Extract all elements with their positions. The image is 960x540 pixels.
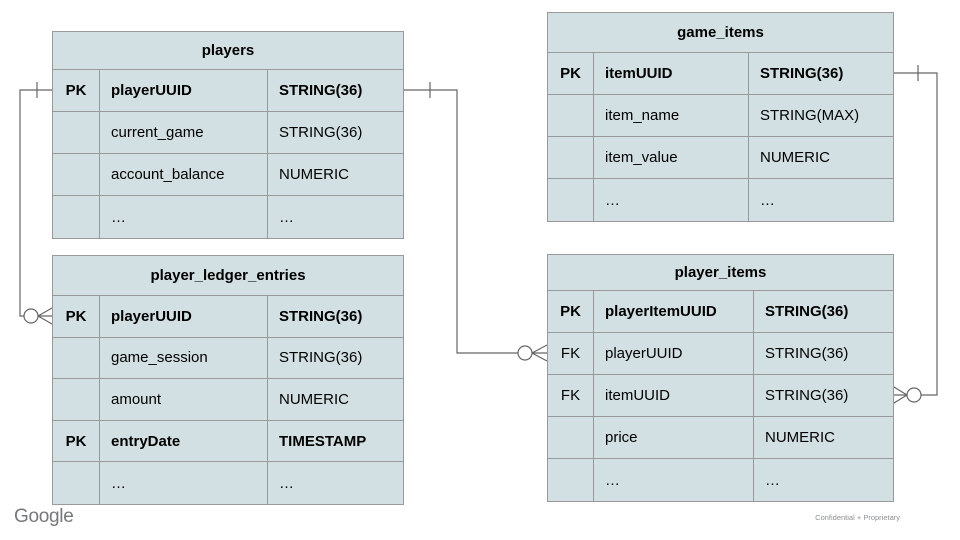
crow-foot-many-icon xyxy=(37,307,53,325)
field-row-game_items-2: item_value NUMERIC xyxy=(548,137,893,179)
field-name-cell: itemUUID xyxy=(594,53,749,94)
field-name-cell: … xyxy=(100,196,268,238)
table-title-players: players xyxy=(53,32,403,70)
field-row-game_items-1: item_name STRING(MAX) xyxy=(548,95,893,137)
field-name-cell: item_name xyxy=(594,95,749,136)
relationship-game_items-to-player_items xyxy=(893,65,938,404)
field-type-cell: STRING(36) xyxy=(760,65,844,82)
field-type-cell: STRING(36) xyxy=(765,303,849,320)
key-cell xyxy=(548,137,594,178)
key-cell xyxy=(548,95,594,136)
zero-cardinality-circle-icon xyxy=(906,387,922,403)
field-name-cell: game_session xyxy=(100,337,268,379)
key-cell: FK xyxy=(548,375,594,416)
key-cell xyxy=(548,179,594,221)
field-row-player_items-3: price NUMERIC xyxy=(548,417,893,459)
field-type-cell: TIMESTAMP xyxy=(279,432,367,450)
field-name-cell: … xyxy=(594,179,749,221)
connector-line xyxy=(404,89,518,354)
table-title-player_ledger_entries: player_ledger_entries xyxy=(53,256,403,296)
field-row-player_ledger_entries-1: game_session STRING(36) xyxy=(53,337,403,380)
field-name-cell: itemUUID xyxy=(594,375,754,416)
key-cell: PK xyxy=(548,53,594,94)
key-cell: PK xyxy=(53,70,100,111)
field-row-game_items-3: …… xyxy=(548,179,893,221)
field-name-cell: … xyxy=(100,462,268,504)
field-type-cell: NUMERIC xyxy=(765,429,835,446)
field-name-cell: item_value xyxy=(594,137,749,178)
google-logo: Google xyxy=(14,506,74,527)
field-name-cell: current_game xyxy=(100,112,268,153)
key-cell: PK xyxy=(53,296,100,337)
field-type-cell: … xyxy=(279,208,294,226)
field-type-cell: NUMERIC xyxy=(279,390,349,408)
field-type-cell: … xyxy=(765,471,780,489)
zero-cardinality-circle-icon xyxy=(517,345,533,361)
field-row-players-3: …… xyxy=(53,196,403,238)
key-cell: PK xyxy=(548,291,594,332)
key-cell xyxy=(548,417,594,458)
field-row-player_ledger_entries-4: …… xyxy=(53,462,403,504)
relationship-players-to-player_ledger_entries xyxy=(19,82,53,325)
field-type-cell: STRING(36) xyxy=(279,124,363,141)
field-row-players-2: account_balance NUMERIC xyxy=(53,154,403,196)
field-type-cell: … xyxy=(760,191,775,209)
crow-foot-many-icon xyxy=(893,386,908,404)
key-cell xyxy=(53,196,100,238)
key-cell xyxy=(548,459,594,501)
key-cell xyxy=(53,337,100,379)
relationship-players-to-player_items xyxy=(404,82,548,362)
field-row-player_ledger_entries-2: amount NUMERIC xyxy=(53,379,403,421)
field-type-cell: STRING(36) xyxy=(765,387,849,404)
field-name-cell: entryDate xyxy=(100,420,268,462)
crow-foot-many-icon xyxy=(531,344,548,362)
field-type-cell: STRING(MAX) xyxy=(760,107,860,124)
field-type-cell: STRING(36) xyxy=(765,345,849,362)
field-name-cell: playerUUID xyxy=(100,296,268,337)
table-title-game_items: game_items xyxy=(548,13,893,53)
confidential-note: Confidential + Proprietary xyxy=(815,513,900,522)
field-name-cell: playerUUID xyxy=(594,333,754,374)
key-cell: FK xyxy=(548,333,594,374)
field-name-cell: account_balance xyxy=(100,154,268,195)
field-name-cell: … xyxy=(594,459,754,501)
field-name-cell: playerItemUUID xyxy=(594,291,754,332)
field-type-cell: STRING(36) xyxy=(279,349,363,367)
connector-line xyxy=(19,89,52,317)
field-name-cell: amount xyxy=(100,379,268,420)
field-type-cell: … xyxy=(279,474,294,492)
field-type-cell: STRING(36) xyxy=(279,307,363,325)
connector-line xyxy=(894,72,938,396)
field-type-cell: NUMERIC xyxy=(279,166,349,183)
key-cell xyxy=(53,462,100,504)
table-title-player_items: player_items xyxy=(548,255,893,291)
field-type-cell: NUMERIC xyxy=(760,149,830,166)
key-cell xyxy=(53,154,100,195)
field-row-players-1: current_game STRING(36) xyxy=(53,112,403,154)
field-type-cell: STRING(36) xyxy=(279,82,363,99)
zero-cardinality-circle-icon xyxy=(23,308,39,324)
key-cell: PK xyxy=(53,420,100,462)
key-cell xyxy=(53,379,100,420)
key-cell xyxy=(53,112,100,153)
field-name-cell: playerUUID xyxy=(100,70,268,111)
field-name-cell: price xyxy=(594,417,754,458)
field-row-player_items-4: …… xyxy=(548,459,893,501)
